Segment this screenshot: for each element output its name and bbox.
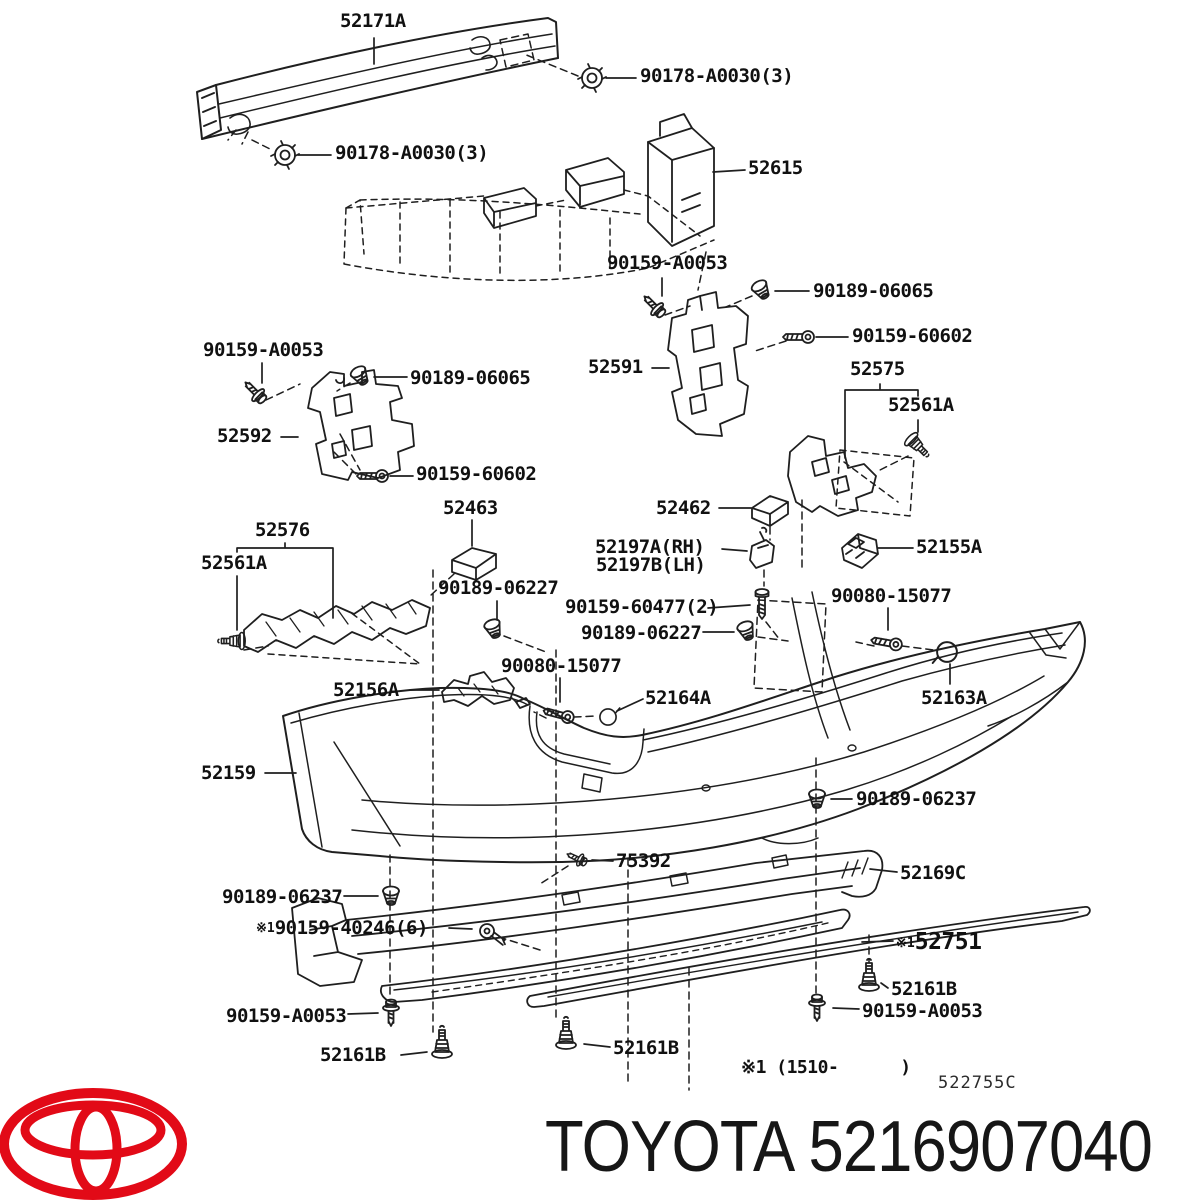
part-label-52463: 52463 — [443, 497, 498, 519]
part-label-52561a-left: 52561A — [201, 552, 267, 574]
bracket-52576-part — [243, 599, 431, 665]
clip-icon-90189-06227-right — [734, 618, 759, 644]
construction-lines — [227, 33, 935, 1091]
bracket-52591-part — [667, 291, 749, 437]
grommet-icon-52163a — [931, 641, 958, 664]
spoiler-52751-part — [526, 905, 1091, 1008]
clip-icon-90189-06065-right — [748, 277, 774, 303]
part-label-52161b-middle: 52161B — [613, 1037, 679, 1059]
screw-icon-90159-a0053-bottom-right — [808, 993, 826, 1022]
part-label-52161b-bottom-left: 52161B — [320, 1044, 386, 1066]
part-label-90178-a0030-right: 90178-A0030(3) — [640, 65, 794, 87]
clip-icon-52561a-left — [217, 631, 246, 651]
clamp-52155a-part — [841, 533, 879, 569]
part-label-90159-a0053-top: 90159-A0053 — [607, 252, 728, 274]
part-label-52171a: 52171A — [340, 10, 406, 32]
part-label-90189-06227-left: 90189-06227 — [438, 577, 559, 599]
diagram-code: 522755C — [938, 1073, 1017, 1093]
screw-icon-90159-60602-right — [782, 330, 815, 344]
brand-name: TOYOTA — [545, 1107, 795, 1187]
nut-icon-90178-left — [270, 140, 300, 170]
bracket-52592-part — [307, 369, 415, 481]
clip-icon-90189-06237-right — [808, 788, 826, 809]
part-label-52561a-right: 52561A — [888, 394, 954, 416]
screw-icon-90080-right — [869, 633, 904, 653]
part-label-52197b: 52197B(LH) — [596, 554, 706, 576]
part-label-90159-60602-right: 90159-60602 — [852, 325, 973, 347]
toyota-logo — [0, 1088, 187, 1200]
part-label-90189-06227-right: 90189-06227 — [581, 622, 702, 644]
bolt-icon-90159-40246 — [477, 921, 509, 947]
rivet-icon-52161b-middle — [555, 1015, 577, 1050]
part-label-52169c: 52169C — [900, 862, 966, 884]
part-label-90080-15077-left: 90080-15077 — [501, 655, 622, 677]
part-label-90159-60477: 90159-60477(2) — [565, 596, 719, 618]
part-label-52164a: 52164A — [645, 687, 711, 709]
part-label-90189-06237-right: 90189-06237 — [856, 788, 977, 810]
screw-icon-90159-a0053-left — [238, 375, 271, 408]
part-label-52575: 52575 — [850, 358, 905, 380]
part-label-52592: 52592 — [217, 425, 272, 447]
footnote-marker: ※1 — [256, 921, 275, 936]
bracket-52197-part — [749, 526, 775, 569]
absorber-52615-part — [343, 113, 715, 282]
screw-icon-90159-a0053-bottom-left — [382, 998, 400, 1027]
part-label-90189-06065-right: 90189-06065 — [813, 280, 934, 302]
box-52463-part — [451, 547, 497, 581]
part-label-75392: 75392 — [616, 850, 671, 872]
catalog-part-number: 5216907040 — [808, 1107, 1153, 1187]
part-label-52197a: 52197A(RH) — [595, 536, 705, 558]
part-label-90178-a0030-left: 90178-A0030(3) — [335, 142, 489, 164]
screw-icon-90159-a0053-top — [637, 289, 670, 322]
part-label-90159-60602-left: 90159-60602 — [416, 463, 537, 485]
part-label-52462: 52462 — [656, 497, 711, 519]
part-label-52155a: 52155A — [916, 536, 982, 558]
beam-52171a-part — [196, 17, 559, 140]
rivet-icon-52161b-bottom-left — [431, 1024, 453, 1059]
grommet-icon-52164a — [599, 707, 621, 726]
leader-lines — [236, 37, 951, 1056]
clip-icon-90189-06227-left — [481, 616, 506, 642]
part-label-52576: 52576 — [255, 519, 310, 541]
applicability-footnote: ※1 (1510- ) — [741, 1057, 911, 1078]
part-label-90159-a0053-bottom-left: 90159-A0053 — [226, 1005, 347, 1027]
valance-52169c-part — [291, 849, 884, 1003]
footnote-marker: ※1 — [896, 936, 915, 951]
part-label-52163a: 52163A — [921, 687, 987, 709]
rivet-icon-52161b-right — [858, 957, 880, 992]
part-label-90189-06065-left: 90189-06065 — [410, 367, 531, 389]
box-52462-part — [751, 495, 789, 527]
part-label-90159-a0053-left: 90159-A0053 — [203, 339, 324, 361]
part-label-90189-06237-left: 90189-06237 — [222, 886, 343, 908]
bolt-icon-90159-60477 — [754, 588, 770, 620]
part-label-52615: 52615 — [748, 157, 803, 179]
nut-icon-90178-right — [577, 63, 607, 93]
part-label-52159: 52159 — [201, 762, 256, 784]
part-label-52591: 52591 — [588, 356, 643, 378]
part-label-52161b-right: 52161B — [891, 978, 957, 1000]
part-label-52751: ※152751 — [896, 929, 982, 955]
part-label-90080-15077-right: 90080-15077 — [831, 585, 952, 607]
part-label-52156a: 52156A — [333, 679, 399, 701]
part-label-90159-40246: ※190159-40246(6) — [256, 917, 428, 939]
clip-icon-90189-06237-left — [382, 885, 400, 906]
support-52575-part — [787, 435, 915, 517]
bumper-cover-52159-part — [282, 591, 1086, 864]
part-label-90159-a0053-bottom-right: 90159-A0053 — [862, 1000, 983, 1022]
